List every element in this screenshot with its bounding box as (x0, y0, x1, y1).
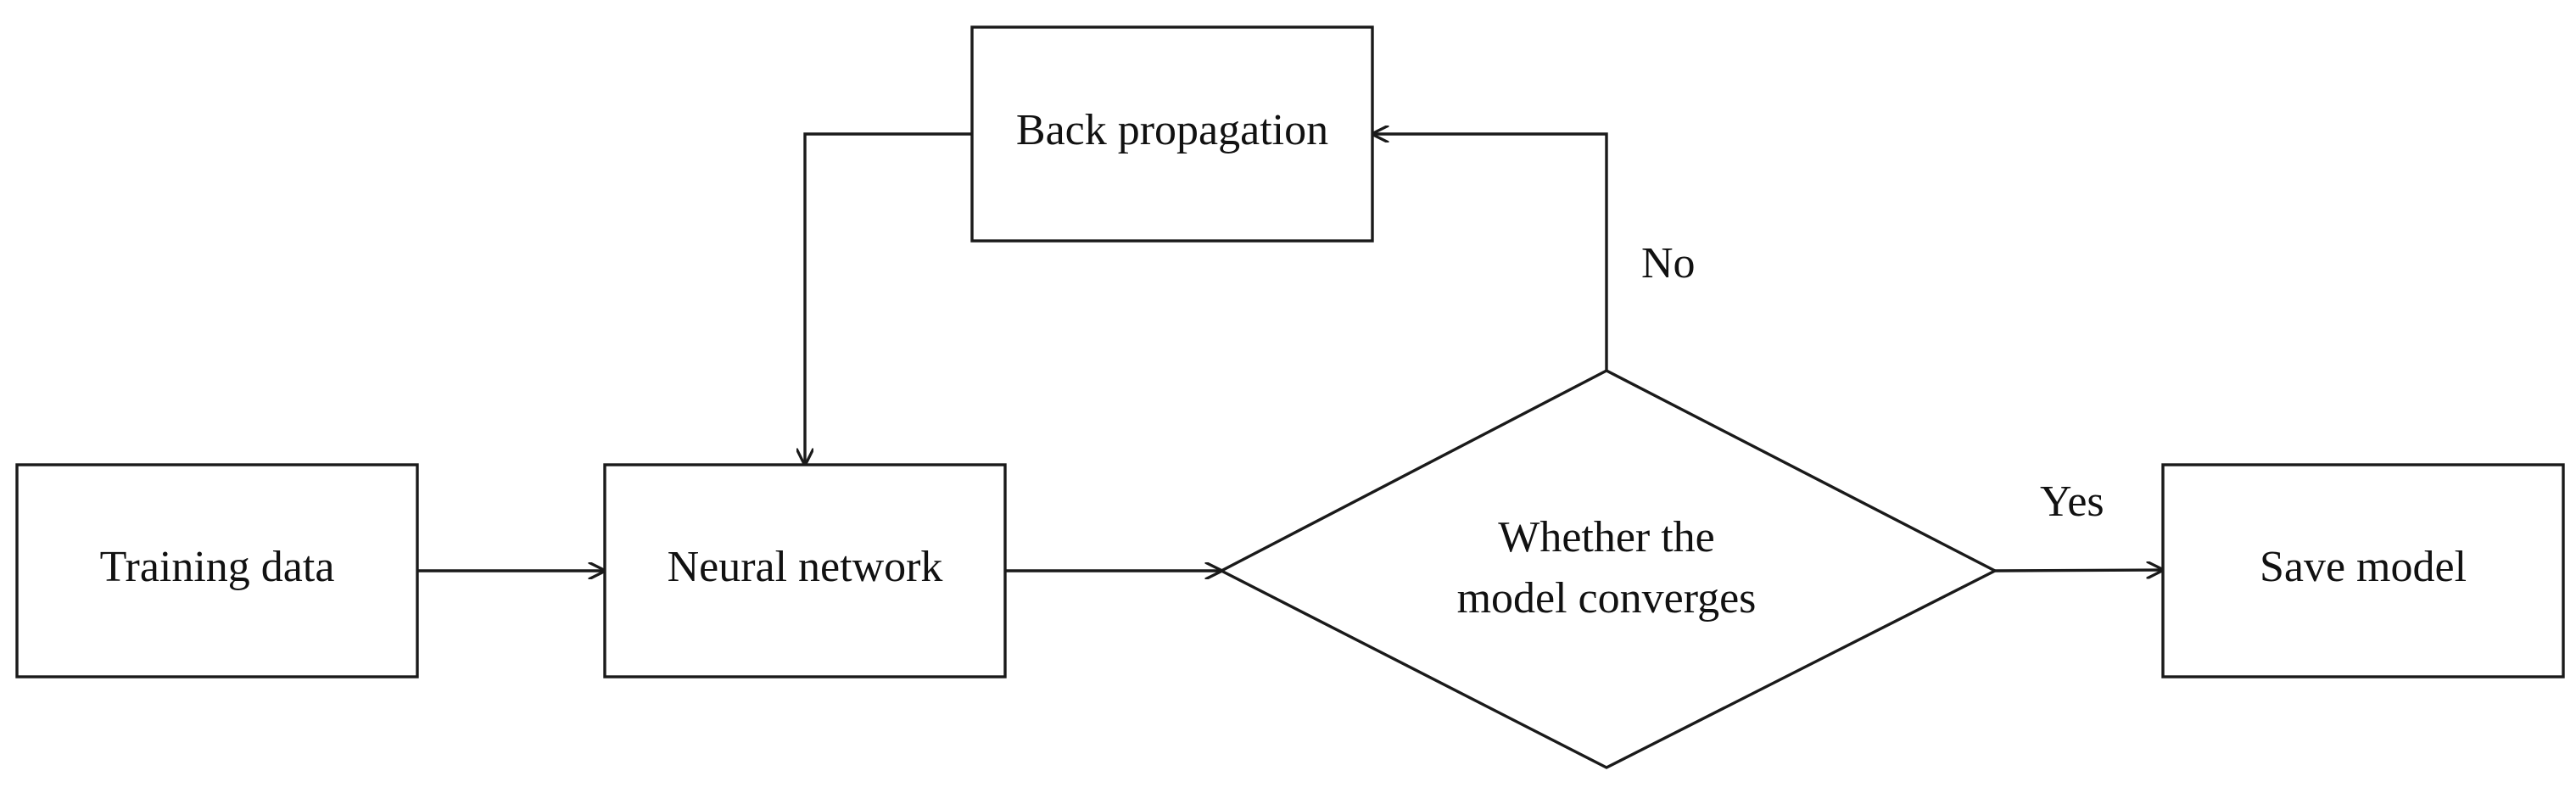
training-data-box (15, 463, 419, 679)
edge-backprop-to-network (805, 132, 972, 465)
edge-label-no: No (1641, 239, 1696, 288)
edge-decision-to-save (1994, 570, 2163, 571)
node-back-propagation: Back propagation (970, 25, 1374, 243)
decision-label-line2: model converges (1457, 574, 1757, 623)
edge-label-yes: Yes (2040, 477, 2104, 526)
back-propagation-label: Back propagation (1016, 106, 1328, 154)
neural-network-label: Neural network (668, 543, 943, 591)
node-neural-network: Neural network (603, 463, 1007, 679)
save-model-label: Save model (2260, 543, 2467, 591)
edge-decision-to-backprop (1372, 134, 1608, 371)
training-data-label: Training data (100, 543, 335, 591)
neural-network-box (603, 463, 1007, 679)
node-training-data: Training data (15, 463, 419, 679)
node-decision-converges: Whether the model converges (1218, 369, 1998, 769)
back-propagation-box (970, 25, 1374, 243)
node-save-model: Save model (2161, 463, 2565, 679)
decision-label-line1: Whether the (1498, 513, 1715, 561)
save-model-box (2161, 463, 2565, 679)
decision-diamond (1218, 369, 1998, 769)
